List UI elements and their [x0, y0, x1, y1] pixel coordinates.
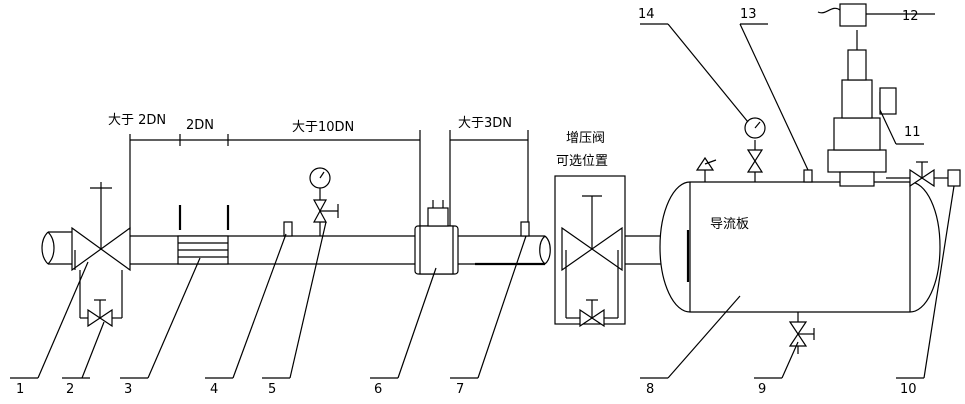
callout-5: 5	[268, 382, 276, 397]
callout-2: 2	[66, 382, 74, 397]
callout-10: 10	[900, 382, 917, 397]
booster-valve-box	[554, 175, 626, 328]
callout-8: 8	[646, 382, 654, 397]
dim-gt-10dn: 大于10DN	[292, 120, 354, 135]
relief-valve-icon	[695, 156, 717, 182]
callout-11: 11	[904, 125, 921, 140]
callout-4: 4	[210, 382, 218, 397]
outlet-valve-icon	[886, 161, 961, 188]
pressure-gauge-icon	[309, 167, 339, 236]
leader-lines	[10, 13, 955, 379]
dimension-lines	[129, 130, 529, 230]
callout-3: 3	[124, 382, 132, 397]
callout-9: 9	[758, 382, 766, 397]
callout-7: 7	[456, 382, 464, 397]
dim-2dn: 2DN	[186, 118, 214, 133]
control-valve-icon	[817, 3, 897, 187]
separator-tank	[659, 181, 941, 313]
dim-gt-2dn: 大于 2DN	[108, 113, 166, 128]
valve-note-line2: 可选位置	[556, 154, 608, 169]
baffle-label: 导流板	[710, 217, 749, 232]
dim-gt-3dn: 大于3DN	[458, 116, 512, 131]
callout-6: 6	[374, 382, 382, 397]
sensor-probe-icon	[520, 221, 530, 237]
callout-13: 13	[740, 7, 757, 22]
inlet-valve-icon	[71, 182, 131, 328]
callout-14: 14	[638, 7, 655, 22]
flow-straightener-icon	[177, 205, 230, 265]
callout-12: 12	[902, 9, 919, 24]
callout-1: 1	[16, 382, 24, 397]
vent-valve-icon	[744, 117, 766, 182]
temperature-probe-icon	[283, 221, 293, 237]
valve-note-line1: 增压阀	[566, 131, 605, 146]
drain-valve-icon	[788, 312, 815, 354]
flow-meter-icon	[414, 200, 459, 275]
tank-sensor-icon	[803, 169, 813, 183]
